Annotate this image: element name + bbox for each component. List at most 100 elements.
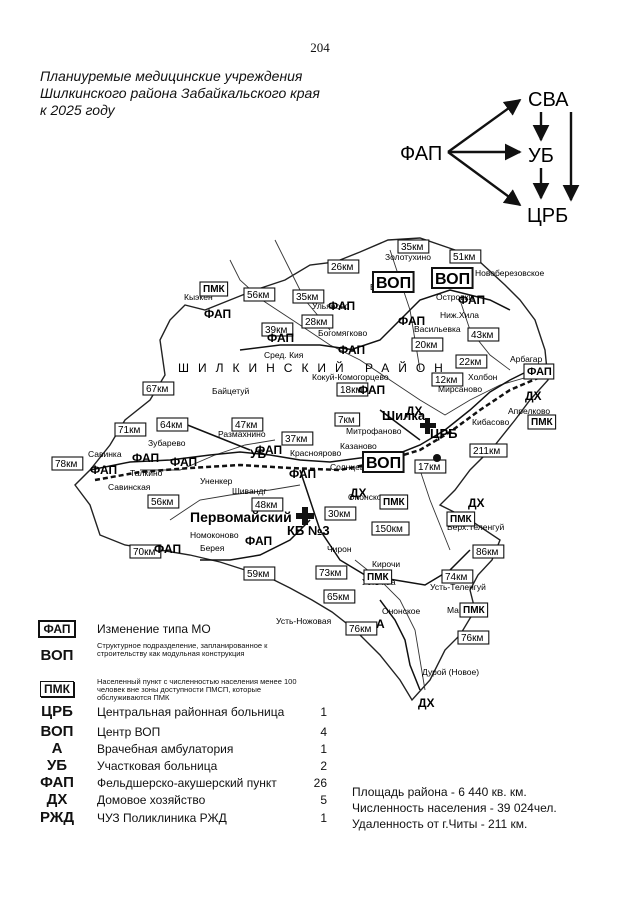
badge-label: ПМК — [203, 284, 226, 295]
distance-box: 65км — [323, 589, 356, 604]
distance-label: 76км — [461, 633, 483, 644]
place-name: Золотухино — [385, 252, 431, 262]
place-name: Усть-Теленгуй — [430, 582, 486, 592]
place-name: Ульяново — [312, 301, 350, 311]
distance-label: 39км — [265, 325, 287, 336]
place-name: ЦРБ — [430, 426, 458, 441]
legend-row: ВОП Центр ВОП 4 — [22, 723, 337, 741]
legend-row: УБ Участковая больница 2 — [22, 757, 337, 775]
legend-row: ФАП Фельдшерско-акушерский пункт 26 — [22, 774, 337, 792]
distance-label: 78км — [55, 459, 77, 470]
facility-symbol: ФАП — [245, 534, 272, 548]
place-name: Кыэкен — [184, 292, 213, 302]
badge-label: ФАП — [527, 366, 552, 378]
facility-symbol: ФАП — [289, 467, 316, 481]
distance-box: 30км — [324, 506, 357, 521]
legend-count: 1 — [320, 705, 327, 719]
facility-symbol: УБ — [250, 447, 266, 461]
hierarchy-crb: ЦРБ — [527, 205, 568, 227]
distance-box: 56км — [147, 494, 180, 509]
place-name: Кирочи — [372, 559, 400, 569]
distance-label: 22км — [459, 357, 481, 368]
distance-label: 28км — [305, 317, 327, 328]
legend-symbol: РЖД — [39, 809, 75, 826]
facility-symbol: ФАП — [154, 542, 181, 556]
place-name: Сред. Кия — [264, 350, 304, 360]
place-name: Апрелково — [508, 406, 550, 416]
place-name: Новоберезовское — [475, 268, 545, 278]
distance-label: 30км — [328, 509, 350, 520]
distance-box: 51км — [449, 249, 482, 264]
legend-symbol: ЦРБ — [41, 703, 73, 720]
place-name: КБ №3 — [287, 523, 330, 538]
hierarchy-ub: УБ — [528, 145, 554, 167]
place-name: Васильевка — [414, 324, 461, 334]
region-label: ШИЛКИНСКИЙ РАЙОН — [178, 360, 452, 375]
stat-area: Площадь района - 6 440 кв. км. — [352, 785, 527, 799]
place-name: Талкино — [130, 468, 163, 478]
facility-badge: ПМК — [527, 414, 557, 430]
place-name: Ононское — [382, 606, 421, 616]
facility-symbol: ФАП — [358, 383, 385, 397]
distance-box: 211км — [469, 443, 508, 458]
distance-label: 65км — [327, 592, 349, 603]
place-name: Номоконово — [190, 530, 239, 540]
distance-box: 37км — [281, 431, 314, 446]
place-name: Дурой (Новое) — [422, 667, 479, 677]
distance-label: 73км — [319, 568, 341, 579]
distance-label: 43км — [471, 330, 493, 341]
distance-box: 35км — [397, 239, 430, 254]
distance-label: 64км — [160, 420, 182, 431]
distance-label: 67км — [146, 384, 168, 395]
legend-count: 4 — [320, 725, 327, 739]
distance-label: 37км — [285, 434, 307, 445]
legend-symbol: ФАП — [22, 620, 92, 638]
distance-box: 35км — [292, 289, 325, 304]
legend-count: 2 — [320, 759, 327, 773]
hierarchy-diagram: ФАП СВА УБ ЦРБ — [400, 89, 580, 227]
distance-label: 71км — [118, 425, 140, 436]
hierarchy-fap: ФАП — [400, 143, 442, 165]
district-boundary — [74, 237, 549, 702]
place-name: Верх.Теленгуй — [447, 522, 505, 532]
facility-symbol: ФАП — [170, 455, 197, 469]
place-name: Шилка — [382, 408, 426, 423]
distance-label: 20км — [415, 340, 437, 351]
facility-symbol: ФАП — [204, 307, 231, 321]
place-name: Солнцево — [330, 462, 369, 472]
distance-box: 47км — [231, 417, 264, 432]
legend-symbol: ПМК — [22, 680, 92, 698]
place-name: Казаново — [340, 441, 377, 451]
distance-box: 7км — [334, 412, 361, 427]
facility-symbol: ФАП — [267, 331, 294, 345]
place-name: Зубарево — [148, 438, 186, 448]
distance-box: 56км — [243, 287, 276, 302]
distance-label: 150км — [375, 524, 403, 535]
distance-label: 74км — [445, 572, 467, 583]
distance-box: 74км — [441, 569, 474, 584]
distance-label: 26км — [331, 262, 353, 273]
facility-symbol: ФАП — [338, 343, 365, 357]
facility-symbol: ДХ — [525, 389, 542, 403]
facility-badge: ФАП — [523, 363, 555, 380]
badge-label: ПМК — [367, 572, 390, 583]
badge-label: ПМК — [450, 514, 473, 525]
legend-desc: Населенный пункт с численностью населени… — [97, 677, 297, 702]
facility-badge: ВОП — [362, 451, 405, 473]
distance-box: 76км — [457, 630, 490, 645]
legend-desc: Участковая больница — [97, 759, 218, 773]
facility-symbol: ДХ — [406, 404, 423, 418]
distance-box: 26км — [327, 259, 360, 274]
distance-label: 35км — [401, 242, 423, 253]
distance-box: 39км — [261, 322, 294, 337]
facility-symbol: ФАП — [90, 463, 117, 477]
place-name: Берея — [200, 543, 225, 553]
place-name: Кибасово — [472, 417, 510, 427]
badge-label: ВОП — [435, 271, 470, 288]
legend-symbol: УБ — [46, 757, 68, 774]
distance-box: 20км — [411, 337, 444, 352]
hierarchy-sva: СВА — [528, 89, 569, 111]
legend-desc: Центр ВОП — [97, 725, 161, 739]
place-name: Ниж.Хила — [440, 310, 479, 320]
